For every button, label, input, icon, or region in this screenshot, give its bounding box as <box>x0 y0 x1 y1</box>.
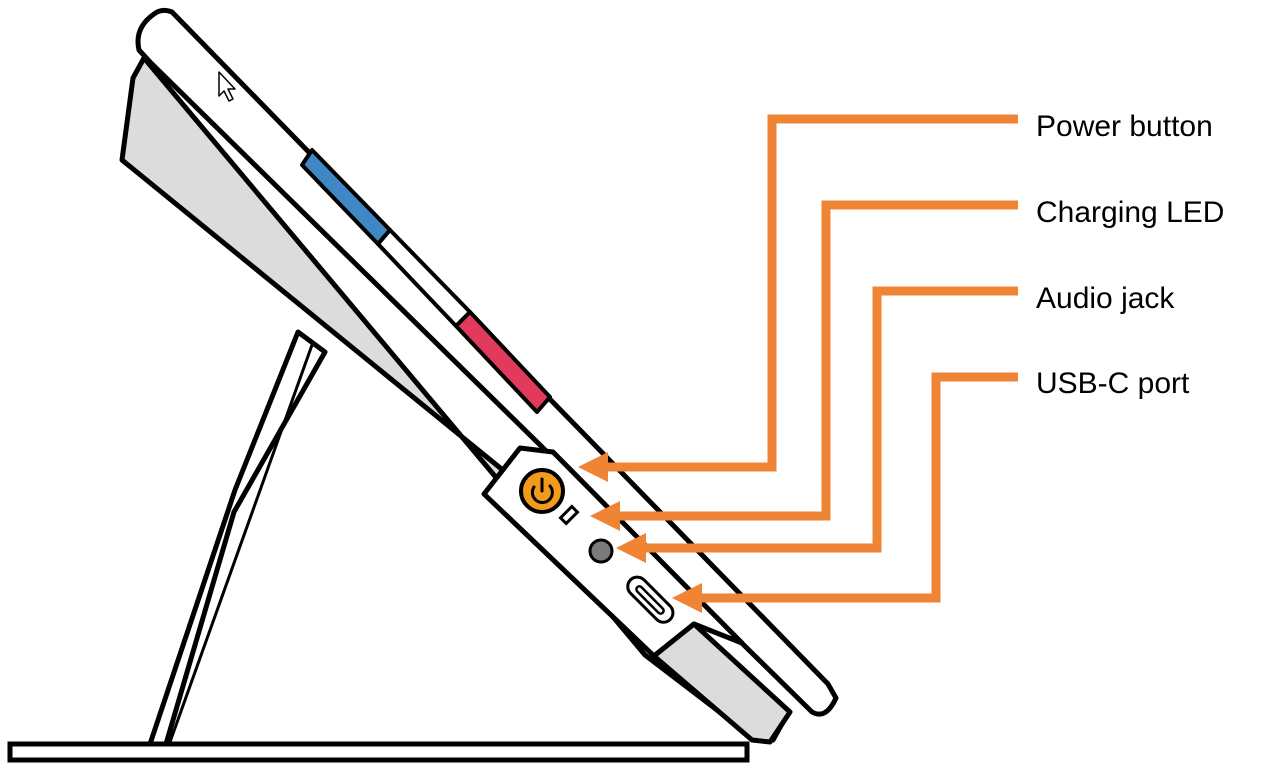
callout-line-usb <box>694 372 1018 603</box>
stand-leg <box>147 329 328 747</box>
callout-arrowhead-usb <box>672 583 702 613</box>
mouse-pointer-icon <box>218 71 236 102</box>
callout-line-led <box>612 200 1018 521</box>
base-plate <box>7 741 750 763</box>
stand-leg-inner-edge <box>168 344 314 743</box>
power-button[interactable] <box>519 468 565 514</box>
callout-label-power-button: Power button <box>1036 110 1213 143</box>
red-side-button <box>454 310 552 414</box>
callout-line-power <box>600 114 1018 472</box>
callout-arrowhead-audio <box>616 533 646 563</box>
callout-label-usb-c-port: USB-C port <box>1036 367 1190 400</box>
callout-arrowhead-led <box>590 501 620 531</box>
audio-jack <box>588 538 614 564</box>
callout-label-charging-led: Charging LED <box>1036 196 1225 229</box>
lower-grey-strip <box>651 621 793 745</box>
device-front-lid <box>135 7 839 717</box>
callout-label-audio-jack: Audio jack <box>1036 282 1175 315</box>
charging-led <box>558 504 580 526</box>
usb-c-port <box>626 575 675 624</box>
callout-arrowhead-power <box>578 452 608 482</box>
power-symbol-icon <box>530 477 554 504</box>
callout-line-audio <box>638 286 1018 553</box>
